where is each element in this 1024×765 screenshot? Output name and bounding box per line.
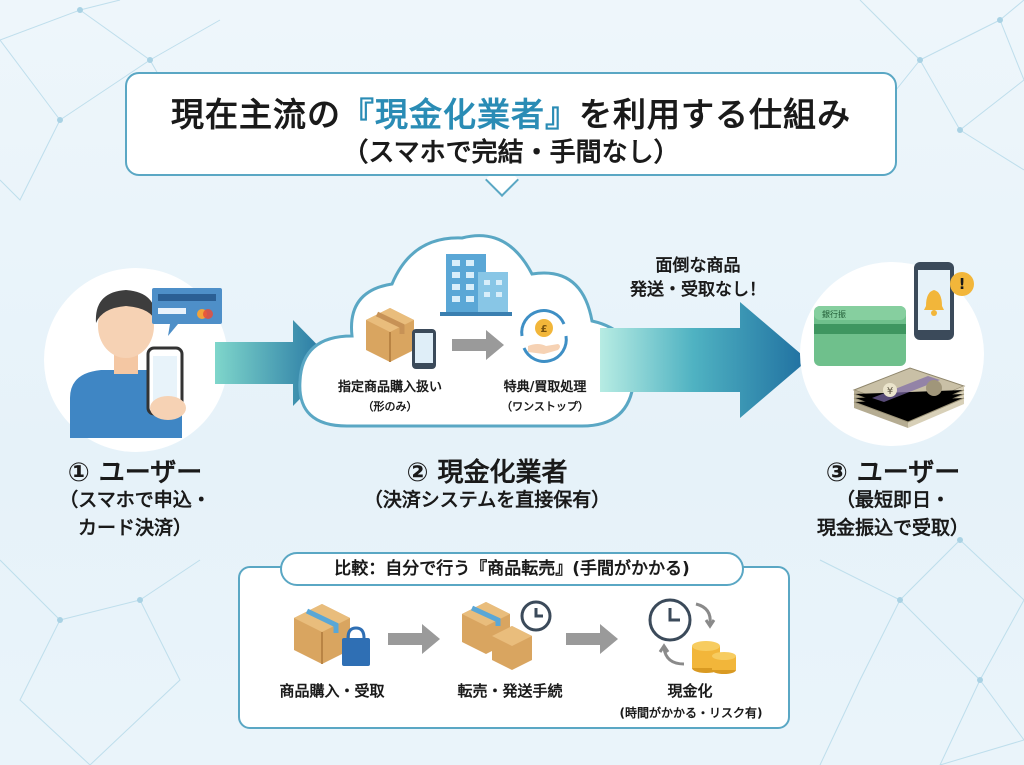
cloud-step1-text: 指定商品購入扱い xyxy=(337,380,442,395)
title-callout: 現在主流の『現金化業者』を利用する仕組み （スマホで完結・手間なし） xyxy=(125,72,897,176)
actor-2-title: ② 現金化業者 xyxy=(406,458,568,488)
actor-3-title: ③ ユーザー xyxy=(825,458,961,488)
shopping-bag-icon xyxy=(342,626,370,666)
compare-step1-label: 商品購入・受取 xyxy=(279,682,385,700)
actor-1-line1: （スマホで申込・ xyxy=(59,489,211,511)
page-subtitle: （スマホで完結・手間なし） xyxy=(342,138,680,168)
cash-stack-icon: ¥ xyxy=(852,367,966,428)
box-icon xyxy=(366,308,414,362)
compare-step3-note: (時間がかかる・リスク有) xyxy=(619,706,763,720)
actor-1-line2: カード決済） xyxy=(77,517,192,539)
clock-icon xyxy=(520,600,552,632)
bank-card-label: 銀行振 xyxy=(822,309,846,319)
arrow-note-line1: 面倒な商品 xyxy=(655,256,741,276)
page-title: 現在主流の『現金化業者』を利用する仕組み xyxy=(127,88,895,136)
title-highlight: 『現金化業者』 xyxy=(341,95,579,134)
actor-3-line2: 現金振込で受取） xyxy=(816,517,969,539)
gray-arrow-compare-1 xyxy=(388,624,440,654)
actor-3-line1: （最短即日・ xyxy=(835,489,950,511)
boxes-clock-icon xyxy=(462,600,552,670)
svg-text:!: ! xyxy=(959,275,966,293)
actor-1-desc: （スマホで申込・ カード決済） xyxy=(20,486,250,542)
coins-clock-icon xyxy=(648,598,736,674)
exchange-coin-icon: £ xyxy=(520,309,568,363)
actor-1-title: ① ユーザー xyxy=(67,458,203,488)
comparison-title: 比較：自分で行う『商品転売』(手間がかかる) xyxy=(280,552,744,586)
phone-icon xyxy=(412,329,436,369)
cloud-step1-label: 指定商品購入扱い （形のみ） xyxy=(320,378,460,416)
flow-arrow-2 xyxy=(600,302,808,418)
svg-text:£: £ xyxy=(541,324,548,335)
cloud-step1-note: （形のみ） xyxy=(362,400,418,413)
building-icon xyxy=(440,254,512,316)
box-bag-icon xyxy=(294,604,370,666)
compare-step3-label: 現金化 xyxy=(667,682,713,700)
svg-text:¥: ¥ xyxy=(887,386,893,397)
compare-step2-label: 転売・発送手続 xyxy=(457,682,563,700)
arrow-note-line2: 発送・受取なし！ xyxy=(630,280,766,300)
coins-icon xyxy=(692,641,736,674)
cloud-step2-note: （ワンストップ） xyxy=(501,400,589,413)
gray-arrow-compare-2 xyxy=(566,624,618,654)
gray-arrow-cloud xyxy=(452,330,504,360)
arrow-note: 面倒な商品 発送・受取なし！ xyxy=(598,254,798,302)
notification-phone-icon: ! xyxy=(914,262,974,340)
actor-3-desc: （最短即日・ 現金振込で受取） xyxy=(778,486,1008,542)
title-pre: 現在主流の xyxy=(171,95,341,134)
user-phone-icon xyxy=(70,290,186,438)
actor-2-line1: （決済システムを直接保有） xyxy=(363,489,611,511)
cloud-step2-text: 特典/買取処理 xyxy=(503,380,587,395)
credit-card-icon xyxy=(152,288,222,336)
actor-2-desc: （決済システムを直接保有） xyxy=(312,486,662,514)
bank-card-icon: 銀行振 xyxy=(814,306,906,366)
cloud-step2-label: 特典/買取処理 （ワンストップ） xyxy=(475,378,615,416)
title-post: を利用する仕組み xyxy=(579,95,851,134)
